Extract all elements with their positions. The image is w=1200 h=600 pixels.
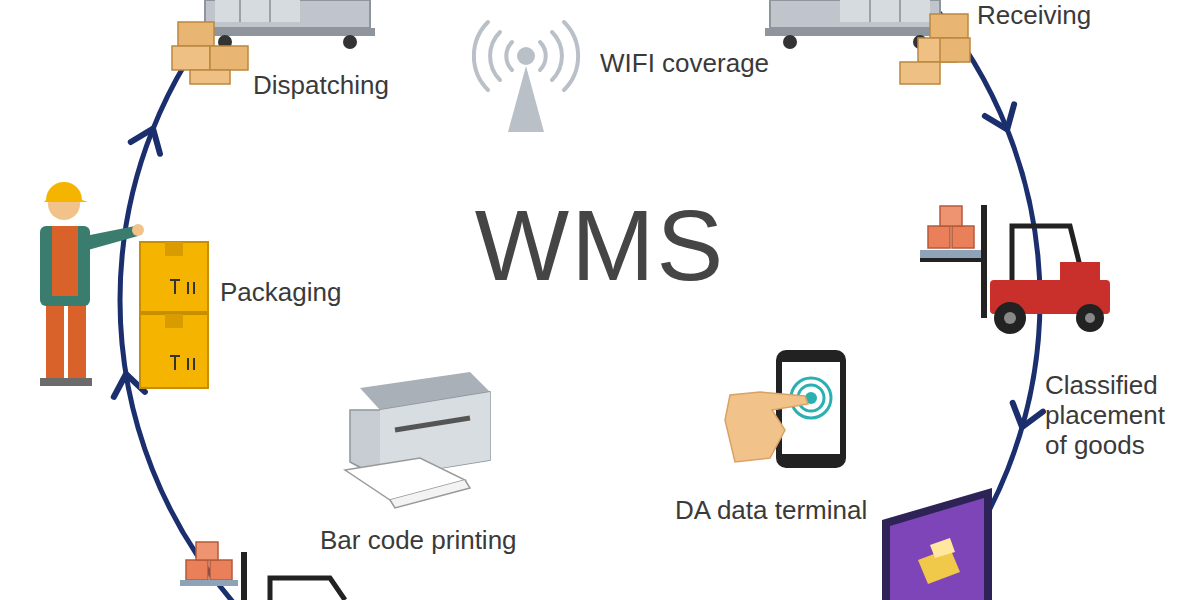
packaging-boxes <box>140 242 208 388</box>
step-label: DA data terminal <box>675 495 867 525</box>
barcode-printer <box>345 372 490 508</box>
step-label: Dispatching <box>253 70 389 100</box>
step-label: Classified placement of goods <box>1045 370 1193 460</box>
flow-arrowhead <box>131 129 160 154</box>
flow-arrowhead <box>1013 403 1043 427</box>
packaging-worker <box>40 182 144 386</box>
step-label: Packaging <box>220 277 341 307</box>
step-label: WIFI coverage <box>600 48 769 78</box>
monitor <box>882 488 992 600</box>
data-terminal-phone <box>725 350 846 468</box>
forklift <box>920 205 1110 334</box>
wifi-icon <box>474 22 578 132</box>
step-label: Bar code printing <box>320 525 517 555</box>
receiving-cart <box>765 0 970 84</box>
cycle-line <box>120 0 1040 600</box>
step-label: Receiving <box>977 0 1091 30</box>
flow-arrowhead <box>985 104 1014 129</box>
title: WMS <box>475 190 725 300</box>
